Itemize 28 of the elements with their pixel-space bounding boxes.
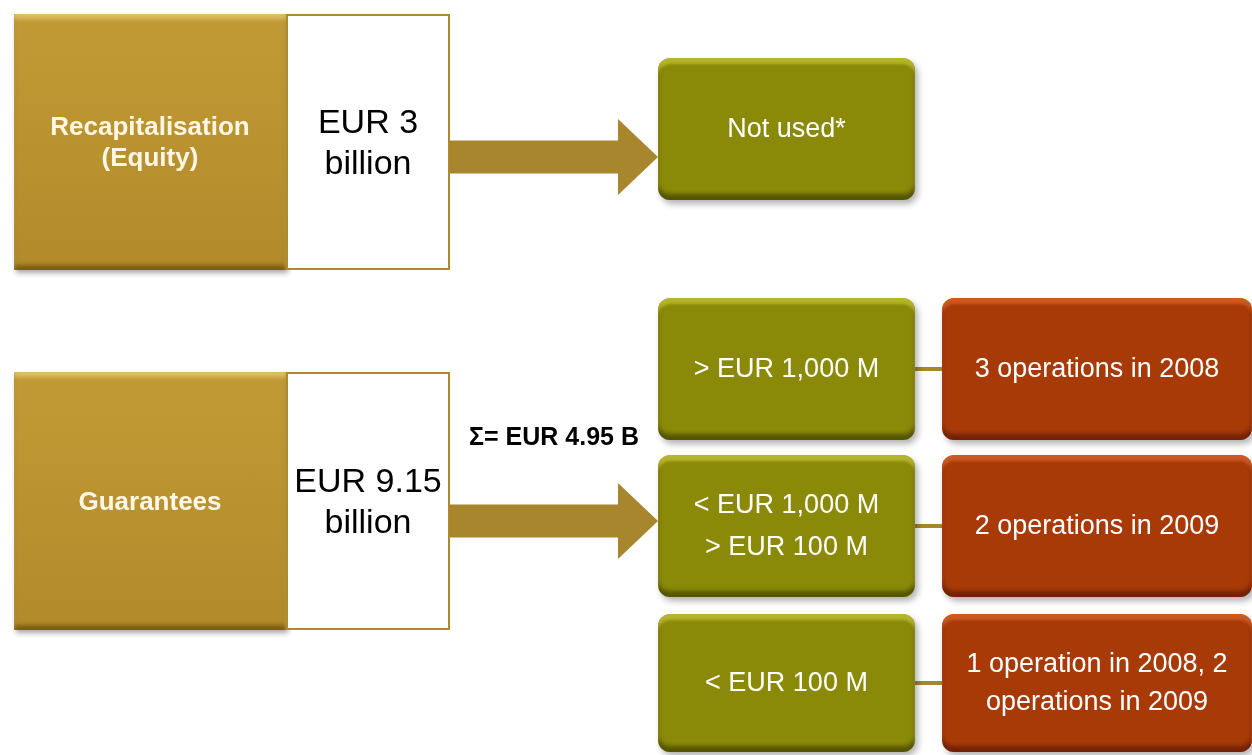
- box-text: < EUR 1,000 M: [693, 488, 880, 522]
- operations-box: [942, 298, 1252, 440]
- block-arrow: [450, 483, 658, 559]
- box-text: EUR 3 billion: [316, 101, 420, 183]
- box-text: 3 operations in 2008: [974, 352, 1220, 386]
- operations-box: [942, 614, 1252, 752]
- box-text: 1 operation in 2008, 2 operations in 2009: [965, 647, 1229, 718]
- label-box: [14, 14, 286, 270]
- operations-box: [942, 455, 1252, 597]
- label-box: [14, 372, 286, 630]
- box-text: < EUR 100 M: [705, 666, 868, 700]
- connector-line: [915, 681, 942, 685]
- range-box: [658, 614, 915, 752]
- box-text: > EUR 1,000 M: [693, 352, 880, 386]
- box-text: Not used*: [727, 112, 846, 146]
- range-box: [658, 298, 915, 440]
- box-text: 2 operations in 2009: [974, 509, 1220, 543]
- result-box: [658, 58, 915, 200]
- block-arrow: [450, 119, 658, 195]
- box-text: Recapitalisation (Equity): [49, 111, 251, 173]
- connector-line: [915, 524, 942, 528]
- box-text: EUR 9.15 billion: [293, 460, 443, 542]
- box-text: > EUR 100 M: [705, 530, 868, 563]
- connector-line: [915, 367, 942, 371]
- box-text: Guarantees: [78, 485, 222, 517]
- value-box: [286, 372, 450, 630]
- range-box: [658, 455, 915, 597]
- value-box: [286, 14, 450, 270]
